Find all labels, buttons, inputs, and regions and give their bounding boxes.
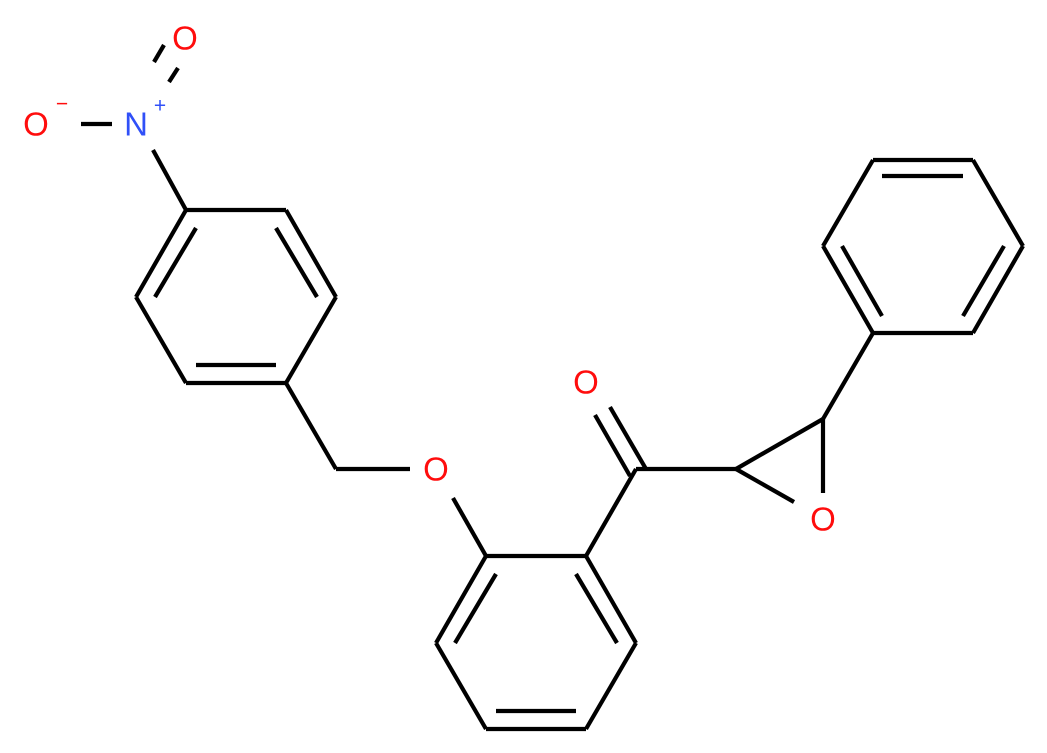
nitro-oxygen-left: O — [23, 106, 49, 143]
carbonyl-oxygen: O — [573, 364, 599, 401]
epoxide-oxygen: O — [810, 501, 836, 538]
positive-charge: + — [154, 95, 166, 118]
phenyl-ring — [821, 157, 1025, 421]
nitro-oxygen-top: O — [172, 20, 198, 57]
epoxide-ring: O — [734, 417, 836, 538]
nitrobenzyl-ring — [134, 207, 338, 386]
negative-charge: − — [56, 93, 68, 116]
nitro-nitrogen: N — [124, 106, 148, 143]
ether-oxygen: O — [423, 451, 449, 488]
carbonyl-group: O — [573, 364, 736, 558]
central-benzene-ring — [434, 553, 638, 732]
nitro-group: O O − N + — [23, 20, 198, 212]
benzyl-ether-linker: O — [284, 381, 488, 558]
